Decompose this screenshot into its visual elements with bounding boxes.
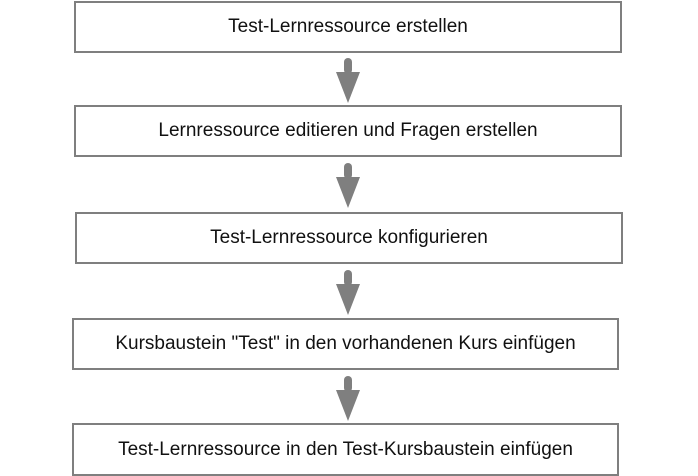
step-5-label: Test-Lernressource in den Test-Kursbaust…	[118, 438, 573, 460]
step-1-label: Test-Lernressource erstellen	[228, 16, 468, 37]
step-1-box: Test-Lernressource erstellen	[74, 1, 622, 53]
arrow-down-icon	[336, 163, 360, 208]
arrow-down-icon	[336, 376, 360, 421]
step-5-box: Test-Lernressource in den Test-Kursbaust…	[72, 423, 619, 476]
step-3-box: Test-Lernressource konfigurieren	[75, 212, 623, 264]
arrow-down-icon	[336, 270, 360, 315]
arrow-down-icon	[336, 58, 360, 103]
step-3-label: Test-Lernressource konfigurieren	[210, 227, 488, 248]
step-4-box: Kursbaustein "Test" in den vorhandenen K…	[72, 318, 619, 370]
step-2-box: Lernressource editieren und Fragen erste…	[74, 105, 622, 157]
step-2-label: Lernressource editieren und Fragen erste…	[158, 120, 538, 141]
step-4-label: Kursbaustein "Test" in den vorhandenen K…	[115, 333, 576, 354]
